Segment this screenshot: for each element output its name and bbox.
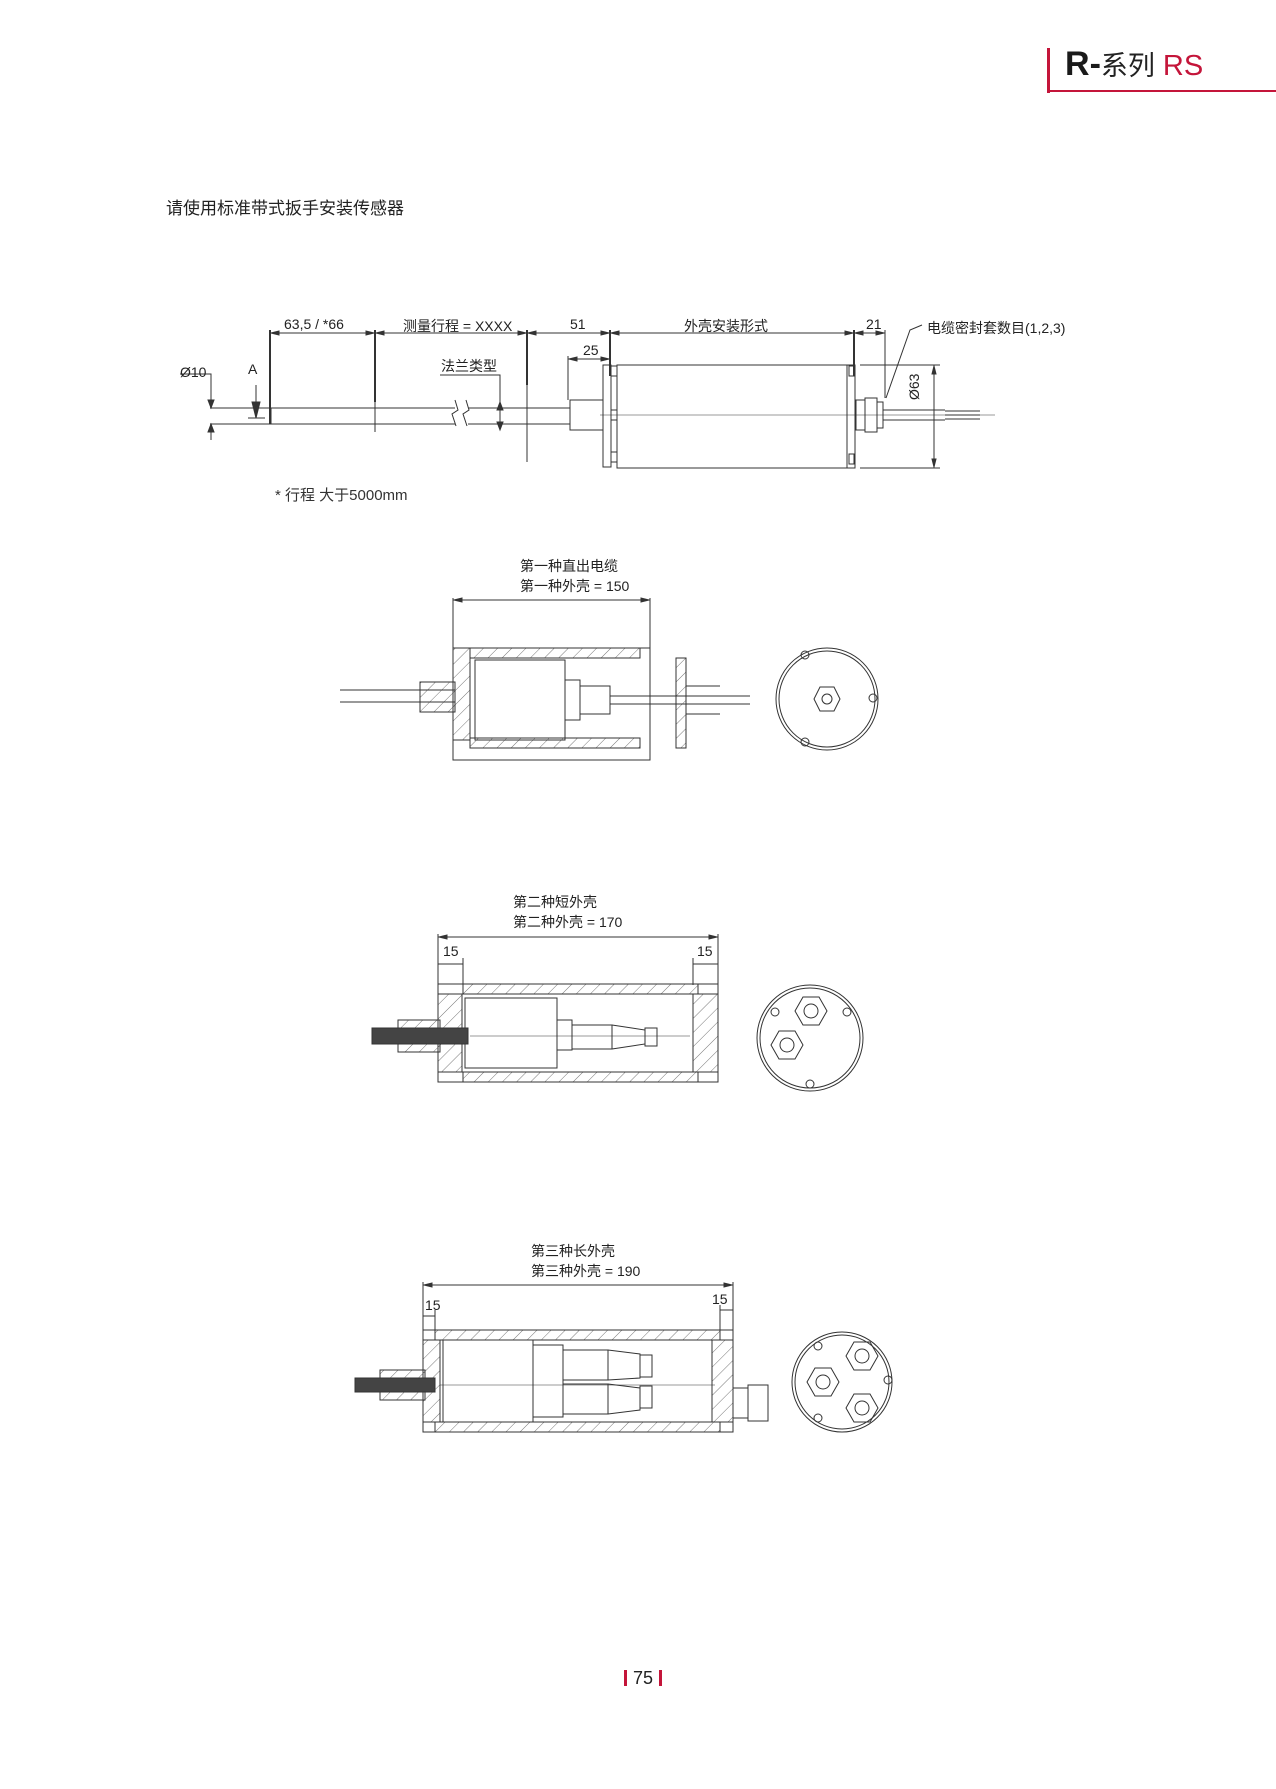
dim-51: 51 xyxy=(570,316,586,332)
variant-2-drawing xyxy=(371,934,864,1092)
header-accent-bar xyxy=(1047,48,1050,93)
housing-mount-label: 外壳安装形式 xyxy=(684,318,768,334)
dim-null-zone: 63,5 / *66 xyxy=(284,316,344,332)
variant-2-subtitle: 第二种外壳 = 170 xyxy=(513,914,623,930)
variant-3-drawing xyxy=(354,1282,893,1433)
page-number-right-bar xyxy=(659,1670,663,1686)
cable-gland-label: 电缆密封套数目(1,2,3) xyxy=(927,320,1066,336)
variant-3-title: 第三种长外壳 xyxy=(531,1243,615,1259)
footnote: * 行程 大于5000mm xyxy=(275,487,408,504)
series-code: RS xyxy=(1162,50,1204,82)
dim-stroke: 测量行程 = XXXX xyxy=(403,318,513,334)
variant-3-subtitle: 第三种外壳 = 190 xyxy=(531,1263,641,1279)
variant-1-subtitle: 第一种外壳 = 150 xyxy=(520,578,630,594)
series-cn: 系列 xyxy=(1100,51,1155,81)
view-marker-a: A xyxy=(248,361,258,377)
variant-3-caption: 第三种长外壳 第三种外壳 = 190 xyxy=(531,1241,640,1281)
variant-2-caption: 第二种短外壳 第二种外壳 = 170 xyxy=(513,892,622,932)
dim-21: 21 xyxy=(866,316,882,332)
variant-1-drawing xyxy=(340,597,879,761)
series-dash: - xyxy=(1089,45,1101,83)
variant-1-title: 第一种直出电缆 xyxy=(520,558,618,574)
flange-type-label: 法兰类型 xyxy=(441,358,497,374)
main-dimension-drawing xyxy=(180,324,995,469)
page-number-left-bar xyxy=(624,1670,627,1686)
variant-1-caption: 第一种直出电缆 第一种外壳 = 150 xyxy=(520,556,629,596)
intro-text: 请使用标准带式扳手安装传感器 xyxy=(166,199,404,218)
page-number: 75 xyxy=(618,1668,668,1689)
series-letter: R xyxy=(1065,45,1090,83)
variant-2-dim-left: 15 xyxy=(443,943,459,959)
dim-rod-diameter: Ø10 xyxy=(180,364,207,380)
dim-25: 25 xyxy=(583,342,599,358)
variant-2-dim-right: 15 xyxy=(697,943,713,959)
variant-3-dim-left: 15 xyxy=(425,1297,441,1313)
variant-3-dim-right: 15 xyxy=(712,1291,728,1307)
header-underline xyxy=(1047,90,1276,92)
page-number-value: 75 xyxy=(633,1668,654,1688)
variant-2-title: 第二种短外壳 xyxy=(513,894,597,910)
